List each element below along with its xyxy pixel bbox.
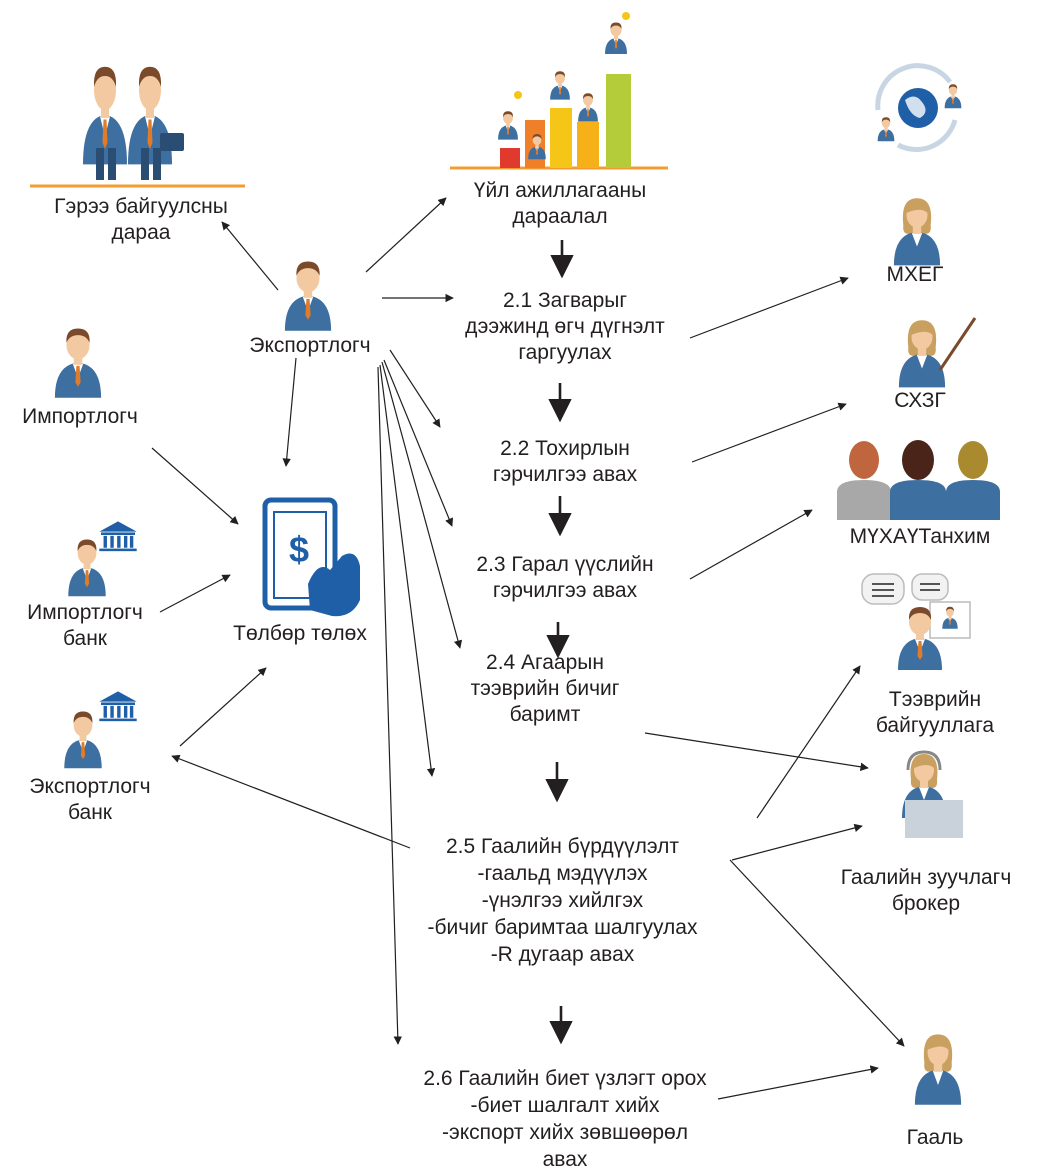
mxeg-officer-icon [893,198,941,266]
step-2-2-line-1: 2.2 Тохирлын [500,437,630,460]
after-contract-line-1: Гэрээ байгуулсны [54,195,228,218]
step-2-1-line-2: дээжинд өгч дүгнэлт [465,315,665,338]
exporter-person-icon [284,261,332,331]
step-2-5: 2.5 Гаалийн бүрдүүлэлт -гаальд мэдүүлэх … [395,833,730,968]
after-contract-label: Гэрээ байгуулсны дараа [36,194,246,246]
step-2-6-line-2: -биет шалгалт хийх [470,1094,660,1117]
step-2-3: 2.3 Гарал үүслийн гэрчилгээ авах [440,552,690,604]
transport-org-line-2: байгууллага [875,714,995,737]
exporter-bank-icon [64,691,137,769]
importer-label: Импортлогч [22,405,138,428]
exporter-bank-line-1: Экспортлогч [29,775,151,798]
exporter-label: Экспортлогч [249,334,371,357]
sequence-title-line-2: дараалал [512,205,608,228]
step-2-5-line-3: -үнэлгээ хийлгэх [481,889,644,912]
step-2-1: 2.1 Загварыг дээжинд өгч дүгнэлт гаргуул… [440,288,690,366]
transport-meeting-icon [861,573,971,670]
sequence-title-line-1: Үйл ажиллагааны [473,179,647,202]
step-2-6: 2.6 Гаалийн биет үзлэгт орох -биет шалга… [385,1065,745,1173]
mxeg-label: МХЕГ [886,263,944,286]
step-2-5-line-4: -бичиг баримтаа шалгуулах [427,916,698,939]
step-2-4-line-2: тээврийн бичиг [470,677,620,700]
step-2-4-line-1: 2.4 Агаарын [486,651,604,674]
importer-bank-line-2: банк [62,627,107,650]
step-2-1-line-1: 2.1 Загварыг [502,289,628,312]
after-contract-line-2: дараа [111,221,171,244]
customs-broker-line-1: Гаалийн зуучлагч [840,866,1012,889]
step-2-5-line-1: 2.5 Гаалийн бүрдүүлэлт [445,835,680,858]
step-2-4-line-3: баримт [509,703,581,726]
importer-person-icon [54,328,102,398]
importer-bank-icon [68,521,137,597]
sxzg-label: СХЗГ [894,389,946,412]
step-2-6-line-4: авах [542,1148,588,1171]
payment-label: Төлбөр төлөх [233,622,367,645]
importer-bank-label: Импортлогч банк [5,600,165,652]
handshake-people-icon [30,66,245,188]
chamber-label: МҮХАҮТанхим [849,525,991,548]
customs-officer-icon [914,1034,962,1105]
step-2-1-line-3: гаргуулах [518,341,612,364]
mobile-payment-icon: $ [262,497,360,617]
step-2-5-line-2: -гаальд мэдүүлэх [477,862,648,885]
sxzg-officer-icon [898,317,977,388]
step-2-6-line-1: 2.6 Гаалийн биет үзлэгт орох [423,1067,707,1090]
transport-org-line-1: Тээврийн [888,688,982,711]
step-2-6-line-3: -экспорт хийх зөвшөөрөл [442,1121,688,1144]
customs-broker-line-2: брокер [891,892,961,915]
exporter-bank-line-2: банк [67,801,112,824]
exporter-bank-label: Экспортлогч банк [0,774,180,826]
career-ladder-chart-icon [450,12,668,170]
global-network-icon [875,63,962,152]
chamber-people-icon [837,440,1000,520]
step-2-3-line-1: 2.3 Гарал үүслийн [476,553,654,576]
transport-org-label: Тээврийн байгууллага [840,687,1030,739]
importer-bank-line-1: Импортлогч [27,601,143,624]
sequence-title: Үйл ажиллагааны дараалал [455,178,665,230]
step-2-2-line-2: гэрчилгээ авах [492,463,638,486]
customs-label: Гааль [906,1126,964,1149]
customs-broker-icon [902,750,963,838]
svg-text:$: $ [289,529,309,570]
step-2-4: 2.4 Агаарын тээврийн бичиг баримт [430,650,660,728]
step-2-3-line-2: гэрчилгээ авах [492,579,638,602]
step-2-5-line-5: -R дугаар авах [490,943,635,966]
customs-broker-label: Гаалийн зуучлагч брокер [820,865,1032,917]
sequence-arrows [545,240,574,1045]
arrows [151,197,905,1100]
step-2-2: 2.2 Тохирлын гэрчилгээ авах [440,436,690,488]
